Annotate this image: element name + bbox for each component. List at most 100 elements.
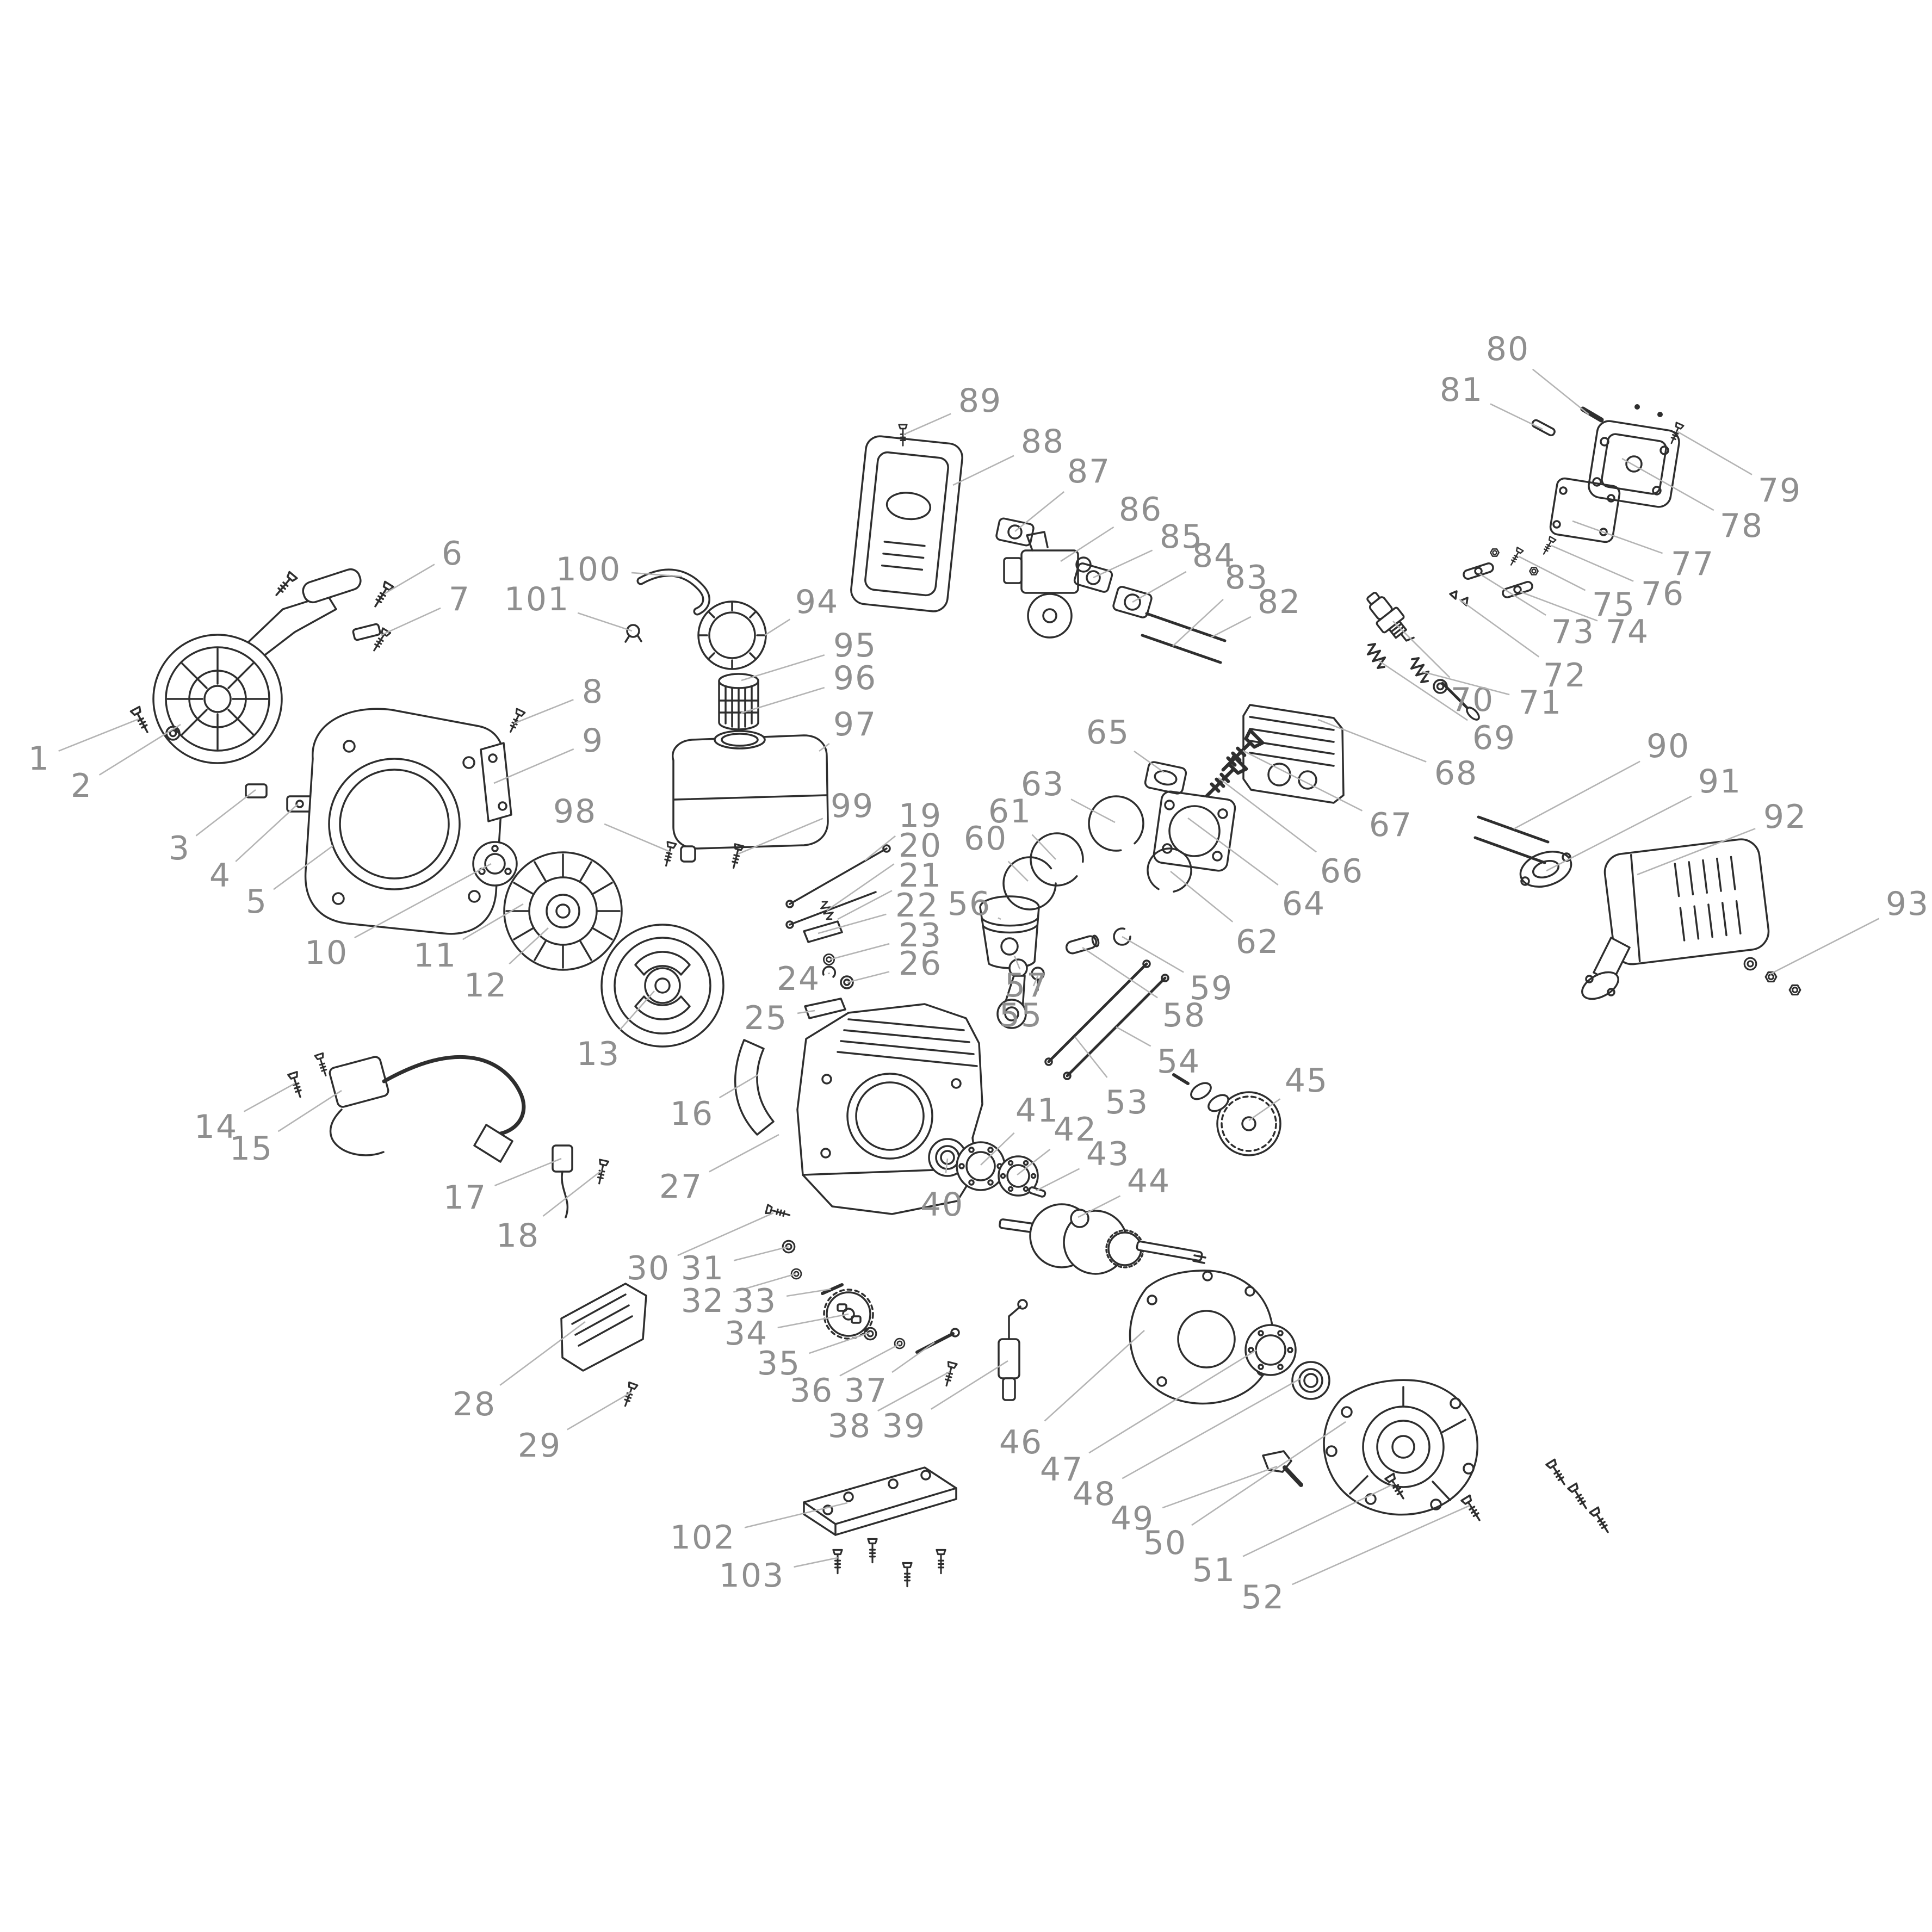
part-callout-51: 51 <box>1192 1483 1395 1589</box>
part-callout-90: 90 <box>1513 727 1690 830</box>
part-number: 16 <box>670 1095 714 1133</box>
leader-line <box>567 1391 631 1431</box>
part-callout-103: 103 <box>719 1557 838 1595</box>
part-callout-6: 6 <box>383 535 462 595</box>
ignition-coil <box>287 1052 526 1163</box>
part-number: 43 <box>1086 1135 1130 1173</box>
part-callout-65: 65 <box>1086 714 1165 773</box>
throttle-control <box>998 1299 1028 1401</box>
leader-line <box>945 1158 949 1173</box>
exhaust-gasket <box>1144 761 1187 795</box>
part-number: 81 <box>1440 371 1483 409</box>
part-number: 90 <box>1646 727 1690 765</box>
part-callout-88: 88 <box>952 423 1063 486</box>
leader-line <box>542 1169 602 1217</box>
part-callout-41: 41 <box>980 1092 1058 1166</box>
cover-bearing <box>1244 1324 1297 1376</box>
part-callout-12: 12 <box>464 927 549 1005</box>
part-callout-11: 11 <box>413 903 524 975</box>
leader-line <box>1621 457 1714 511</box>
part-callout-33: 33 <box>733 1282 832 1320</box>
part-callout-98: 98 <box>553 792 671 853</box>
part-callout-74: 74 <box>1520 591 1648 651</box>
part-number: 97 <box>833 705 877 744</box>
leader-line <box>1074 1036 1108 1078</box>
part-number: 31 <box>681 1249 725 1287</box>
part-callout-23: 23 <box>829 917 942 961</box>
leader-line <box>354 863 492 939</box>
part-callout-66: 66 <box>1218 777 1363 890</box>
leader-line <box>719 1074 759 1099</box>
part-callout-53: 53 <box>1074 1036 1148 1122</box>
part-callout-2: 2 <box>71 723 181 805</box>
backing-plate <box>480 708 526 822</box>
part-number: 71 <box>1519 684 1562 722</box>
part-number: 87 <box>1067 453 1111 491</box>
part-number: 64 <box>1282 885 1326 923</box>
spark-plug <box>1366 592 1415 642</box>
leader-line <box>837 890 893 920</box>
part-callout-73: 73 <box>1479 573 1594 651</box>
part-number: 2 <box>71 767 92 805</box>
part-callout-95: 95 <box>741 627 876 682</box>
part-callout-55: 55 <box>999 975 1043 1035</box>
leader-line <box>1170 870 1234 922</box>
part-number: 26 <box>899 945 942 983</box>
part-number: 23 <box>899 917 942 955</box>
leader-line <box>1248 1098 1281 1122</box>
leader-line <box>383 564 435 595</box>
valve <box>1441 682 1480 721</box>
part-number: 47 <box>1040 1451 1083 1489</box>
part-number: 11 <box>413 937 457 975</box>
part-number: 102 <box>670 1519 736 1557</box>
part-callout-30: 30 <box>627 1212 774 1287</box>
part-number: 12 <box>464 967 507 1005</box>
flywheel-fan <box>503 851 623 971</box>
part-number: 55 <box>999 996 1043 1035</box>
part-number: 100 <box>556 550 622 589</box>
head-gasket <box>1153 790 1236 872</box>
part-callout-24: 24 <box>777 960 831 998</box>
part-callout-69: 69 <box>1378 660 1516 757</box>
part-callout-43: 43 <box>1036 1135 1130 1192</box>
leader-line <box>980 1132 1015 1166</box>
leader-line <box>1132 571 1187 603</box>
part-callout-27: 27 <box>659 1134 779 1206</box>
leader-line <box>1116 1026 1151 1047</box>
part-callout-39: 39 <box>882 1360 1008 1445</box>
part-number: 69 <box>1472 719 1516 757</box>
leader-line <box>1242 750 1363 812</box>
leader-line <box>1082 946 1158 999</box>
part-callout-35: 35 <box>757 1332 870 1383</box>
circlips <box>1113 847 1192 946</box>
part-callout-15: 15 <box>230 1089 342 1168</box>
part-number: 37 <box>844 1372 888 1410</box>
part-callout-80: 80 <box>1486 330 1589 416</box>
part-number: 58 <box>1162 996 1206 1035</box>
leader-line <box>1210 616 1252 639</box>
part-number: 82 <box>1258 583 1301 621</box>
part-callout-97: 97 <box>819 705 877 752</box>
leader-line <box>786 1288 832 1297</box>
part-number: 39 <box>882 1407 926 1445</box>
part-number: 45 <box>1285 1062 1328 1100</box>
fuel-strainer <box>718 673 759 730</box>
part-number: 52 <box>1241 1578 1285 1617</box>
part-callout-22: 22 <box>818 887 938 934</box>
muffler-gasket <box>1519 851 1572 888</box>
leader-line <box>931 1360 1008 1410</box>
part-callout-57: 57 <box>1005 955 1047 1005</box>
part-callout-70: 70 <box>1392 621 1493 719</box>
stop-switch <box>552 1144 610 1218</box>
leader-line <box>764 618 791 636</box>
part-callout-29: 29 <box>518 1391 631 1465</box>
part-number: 3 <box>169 829 190 868</box>
part-number: 8 <box>582 673 604 711</box>
part-callout-60: 60 <box>964 820 1029 882</box>
part-callout-37: 37 <box>844 1341 935 1410</box>
part-callout-14: 14 <box>194 1082 295 1146</box>
part-number: 98 <box>553 792 597 831</box>
leader-line <box>794 1557 838 1568</box>
leader-line <box>809 1332 870 1354</box>
part-number: 72 <box>1543 657 1587 695</box>
